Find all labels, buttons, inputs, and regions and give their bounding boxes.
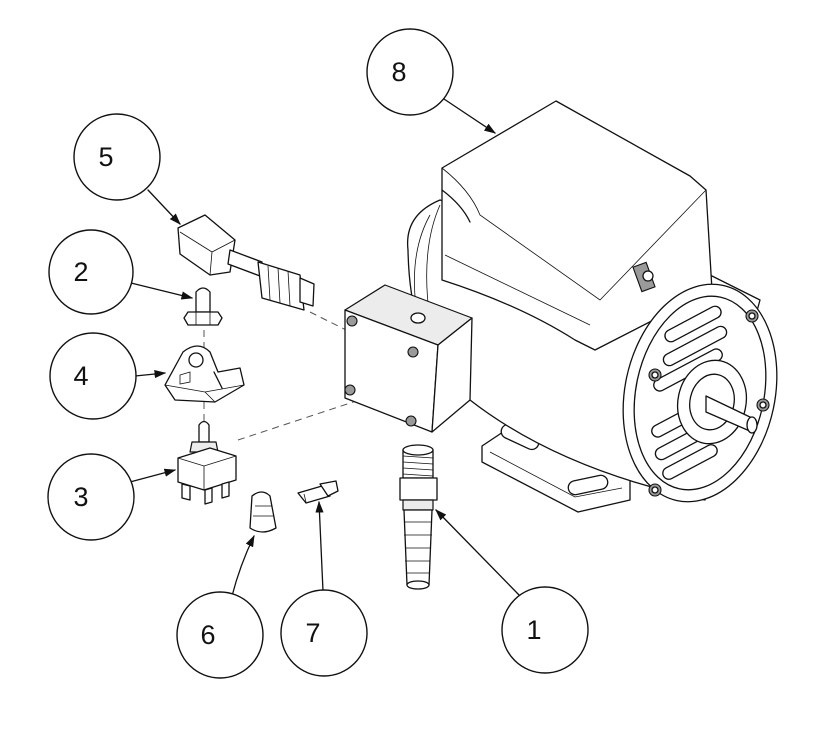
callout-8: 8 [366, 28, 454, 116]
motor-body [406, 100, 778, 513]
svg-text:6: 6 [200, 620, 215, 650]
toggle-switch [177, 420, 237, 505]
power-cord [177, 214, 315, 311]
callout-4: 4 [49, 332, 137, 420]
callout-3: 3 [47, 453, 135, 541]
toggle-boot [183, 287, 223, 326]
svg-text:4: 4 [73, 361, 88, 391]
svg-text:8: 8 [391, 57, 406, 87]
leader-lines [129, 96, 521, 597]
callout-2: 2 [48, 229, 134, 315]
hose-fitting [399, 444, 438, 590]
callout-7: 7 [280, 589, 368, 677]
switch-bracket [164, 345, 245, 403]
wire-connector [297, 480, 339, 504]
wire-nut [249, 491, 277, 533]
svg-text:3: 3 [73, 482, 88, 512]
svg-text:2: 2 [73, 257, 88, 287]
callout-6: 6 [176, 591, 264, 679]
svg-text:7: 7 [305, 618, 320, 648]
svg-text:1: 1 [526, 615, 541, 645]
junction-box [344, 284, 473, 433]
svg-text:5: 5 [98, 142, 113, 172]
callout-1: 1 [501, 586, 589, 674]
callout-5: 5 [73, 113, 161, 201]
